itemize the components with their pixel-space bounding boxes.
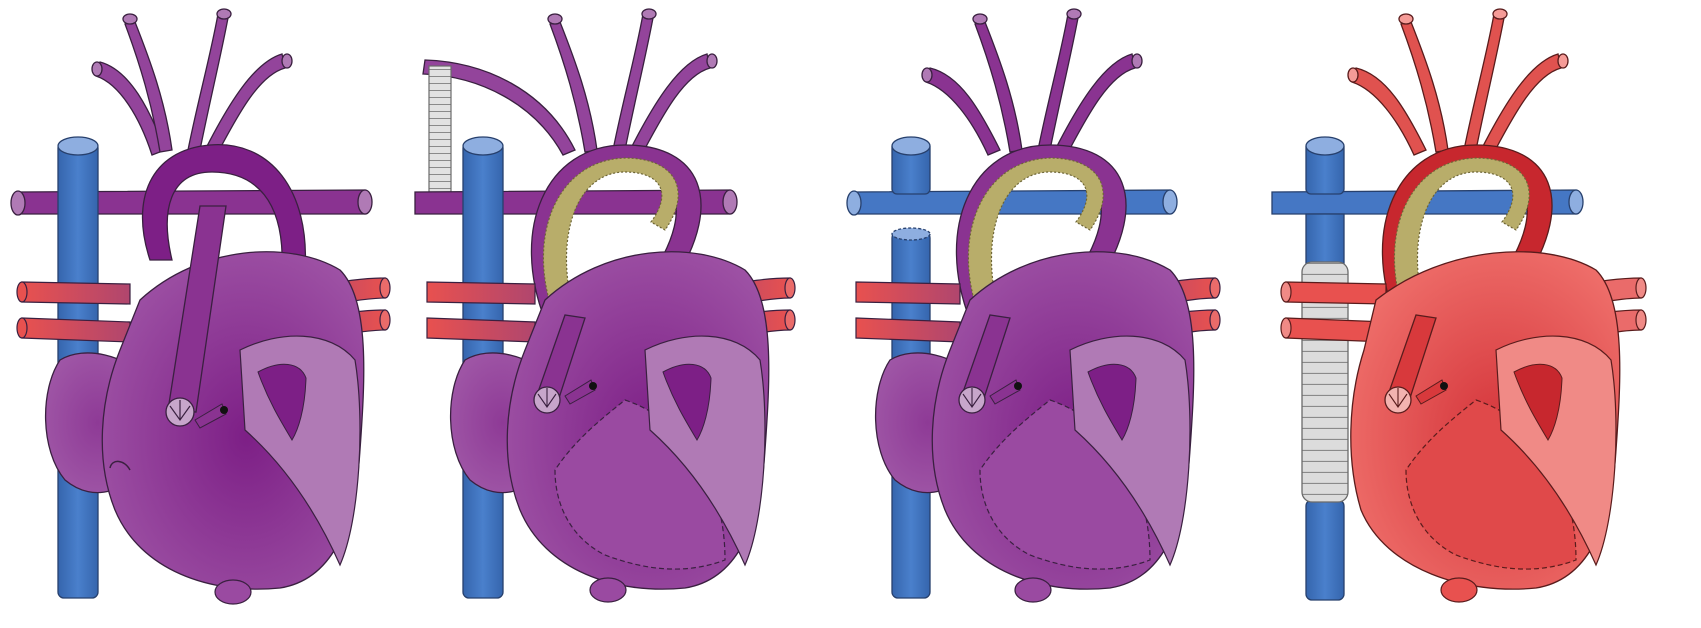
systemic-to-pulmonary-shunt	[429, 66, 451, 192]
stage-3-heart	[850, 0, 1275, 628]
stage-2-heart	[425, 0, 850, 628]
arch-branches	[92, 9, 292, 160]
stage-1-heart	[0, 0, 425, 628]
arch-branches	[922, 9, 1142, 160]
arch-branches	[423, 9, 717, 160]
arch-branches	[1348, 9, 1568, 160]
stage-4-heart	[1276, 0, 1701, 628]
